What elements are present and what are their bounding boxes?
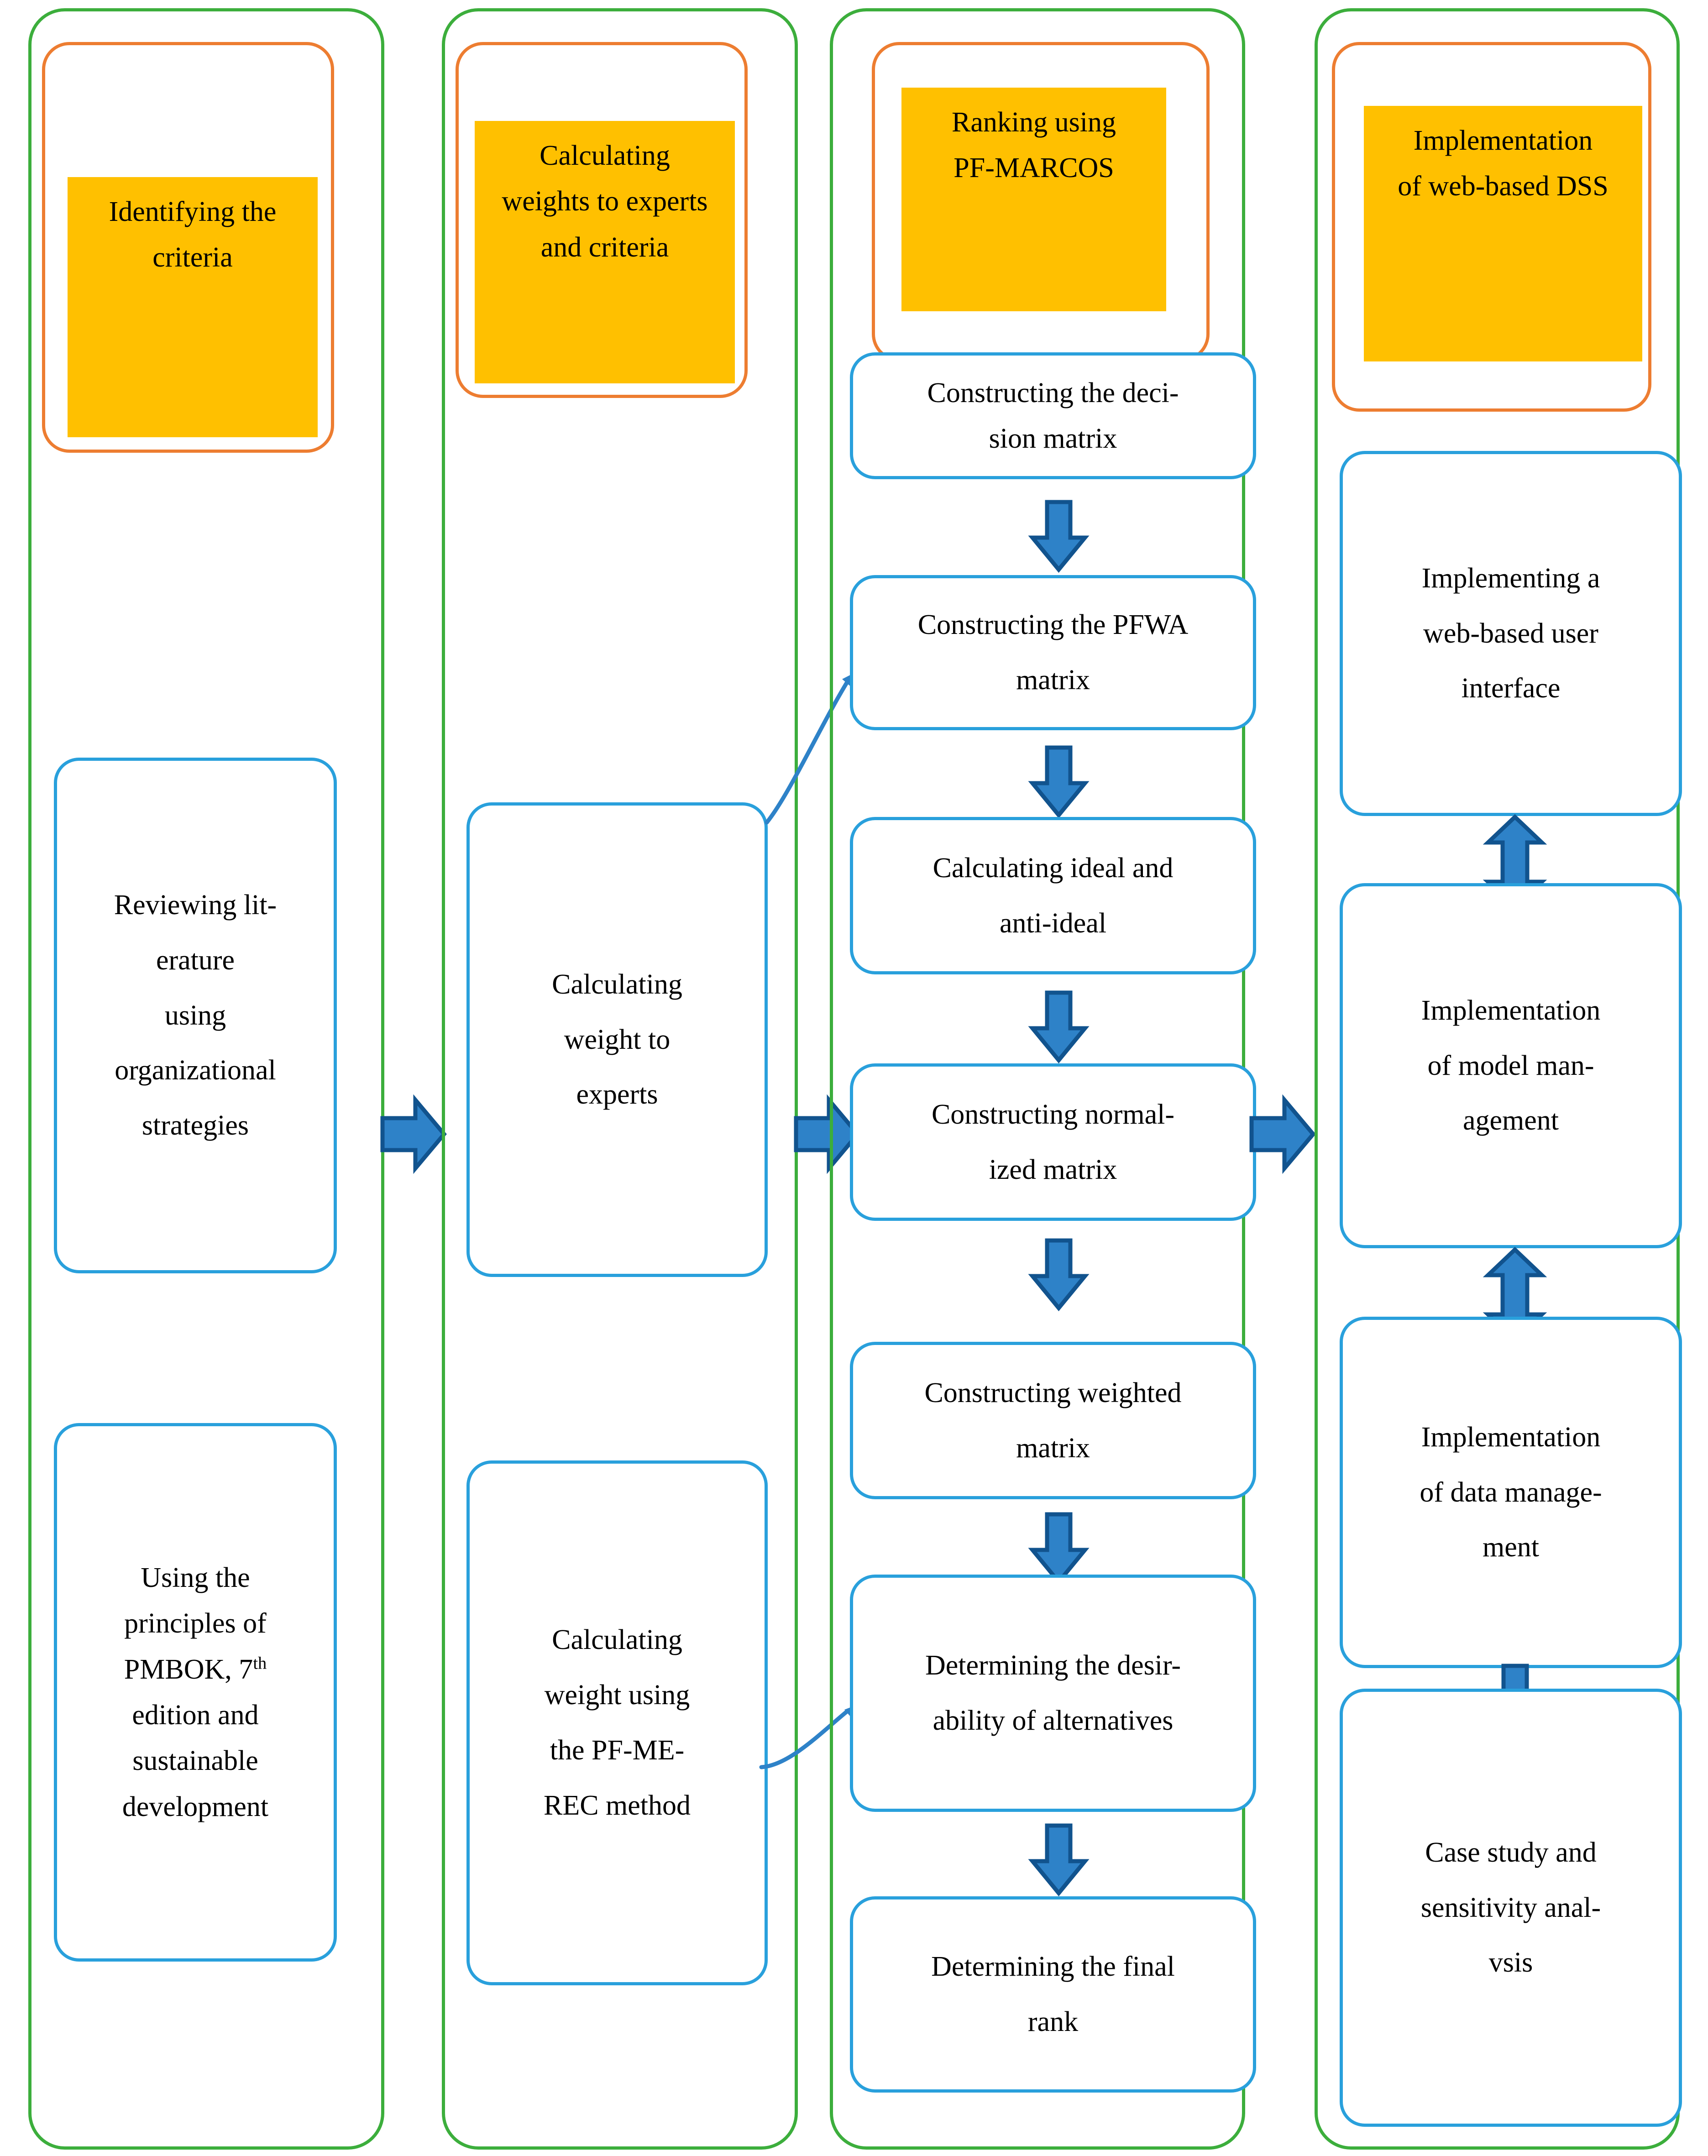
lane-4-step-1-line-3: interface (1461, 673, 1561, 704)
lane-4-step-3-line-2: of data manage- (1420, 1476, 1602, 1508)
lane-2-step-2-line-3: the PF-ME- (550, 1735, 685, 1766)
lane-4-step-2[interactable]: Implementation of model man- agement (1340, 883, 1682, 1248)
lane-3-step-2-line-1: Constructing the PFWA (917, 609, 1189, 641)
lane-1-step-1-line-3: using (164, 1000, 226, 1031)
lane-1-container (28, 8, 384, 2150)
lane-2-step-1-line-2: weight to (564, 1024, 671, 1055)
lane-4-step-3-line-1: Implementation (1421, 1421, 1601, 1453)
lane-3-step-4[interactable]: Constructing normal- ized matrix (850, 1063, 1256, 1221)
lane-4-step-1-line-1: Implementing a (1421, 562, 1600, 594)
lane-2-step-1-line-1: Calculating (552, 968, 682, 1000)
lane-1-header-chip: Identifying the criteria (68, 177, 318, 437)
lane-3-step-1-line-2: sion matrix (989, 423, 1117, 454)
lane-3-step-7[interactable]: Determining the final rank (850, 1896, 1256, 2093)
lane-1-step-1-line-2: erature (156, 944, 235, 976)
connector-pfwa-to-ideal (1028, 745, 1090, 819)
lane-1-step-2-line-4: edition and (132, 1700, 259, 1731)
lane-2-step-2-line-1: Calculating (552, 1624, 682, 1656)
lane-4-step-1-line-2: web-based user (1423, 617, 1598, 649)
lane-4-step-4-line-2: sensitivity anal- (1420, 1892, 1601, 1923)
lane-2-header-frame (456, 42, 748, 398)
lane-4-header-frame (1332, 42, 1651, 412)
lane-2-step-2-line-4: REC method (543, 1790, 691, 1821)
lane-4-step-4-line-1: Case study and (1425, 1837, 1597, 1868)
connector-lane-2-to-lane-3 (794, 1094, 860, 1174)
lane-3-step-6[interactable]: Determining the desir- ability of altern… (850, 1575, 1256, 1812)
lane-3-step-3-line-2: anti-ideal (999, 907, 1107, 939)
lane-3-step-2[interactable]: Constructing the PFWA matrix (850, 575, 1256, 730)
lane-2-step-2[interactable]: Calculating weight using the PF-ME- REC … (466, 1460, 768, 1985)
lane-4-header-line-1: Implementation (1413, 125, 1593, 156)
connector-ideal-to-normalized (1028, 990, 1090, 1064)
lane-1-step-1-line-5: strategies (141, 1110, 249, 1141)
lane-2-header-line-1: Calculating (540, 140, 670, 171)
lane-1-step-1[interactable]: Reviewing lit- erature using organizatio… (54, 758, 337, 1273)
lane-3-step-4-line-1: Constructing normal- (931, 1099, 1175, 1130)
lane-4-step-2-line-1: Implementation (1421, 994, 1601, 1026)
lane-3-header-line-2: PF-MARCOS (954, 152, 1114, 184)
lane-4-step-3[interactable]: Implementation of data manage- ment (1340, 1317, 1682, 1668)
lane-2-header-chip: Calculating weights to experts and crite… (475, 121, 735, 383)
lane-2-container (442, 8, 798, 2150)
lane-3-step-5-line-2: matrix (1016, 1432, 1090, 1464)
lane-3-step-7-line-1: Determining the final (931, 1951, 1175, 1983)
lane-4-header-line-2: of web-based DSS (1398, 171, 1608, 202)
lane-1-step-1-line-4: organizational (115, 1055, 276, 1086)
lane-4-step-2-line-3: agement (1462, 1105, 1559, 1136)
lane-3-step-2-line-2: matrix (1016, 665, 1090, 696)
connector-normalized-to-weighted (1028, 1238, 1090, 1312)
lane-1-header-line-1: Identifying the (109, 196, 277, 227)
lane-3-header-line-1: Ranking using (952, 107, 1116, 138)
lane-3-step-6-line-1: Determining the desir- (925, 1650, 1181, 1681)
lane-4-step-2-line-2: of model man- (1427, 1050, 1594, 1081)
lane-2-step-1[interactable]: Calculating weight to experts (466, 802, 768, 1277)
lane-1-header-frame (42, 42, 334, 453)
lane-3-step-7-line-2: rank (1027, 2006, 1079, 2037)
connector-weighted-to-desirability (1028, 1512, 1090, 1586)
lane-3-step-5[interactable]: Constructing weighted matrix (850, 1342, 1256, 1499)
lane-1-step-2-line-1: Using the (141, 1562, 250, 1593)
lane-3-header-chip: Ranking using PF-MARCOS (901, 88, 1166, 311)
connector-lane-3-to-lane-4 (1249, 1094, 1316, 1174)
lane-4-step-4[interactable]: Case study and sensitivity anal- vsis (1340, 1689, 1682, 2127)
connector-desirability-to-rank (1028, 1823, 1090, 1897)
lane-1-step-1-line-1: Reviewing lit- (114, 889, 277, 921)
connector-decision-to-pfwa (1028, 500, 1090, 573)
lane-3-step-3-line-1: Calculating ideal and (933, 852, 1174, 884)
lane-3-step-5-line-1: Constructing weighted (924, 1377, 1182, 1408)
lane-2-header-line-2: weights to experts (502, 186, 708, 217)
lane-3-step-6-line-2: ability of alternatives (933, 1705, 1174, 1736)
lane-2-header-line-3: and criteria (540, 231, 669, 263)
lane-2-step-2-line-2: weight using (544, 1680, 690, 1711)
lane-2-step-1-line-3: experts (576, 1079, 658, 1110)
lane-1-step-2-line-3: PMBOK, 7th (124, 1653, 267, 1685)
lane-4-step-3-line-3: ment (1483, 1532, 1539, 1563)
lane-3-step-4-line-2: ized matrix (989, 1154, 1117, 1185)
lane-1-step-2-line-2: principles of (124, 1608, 267, 1639)
connector-lane-1-to-lane-2 (380, 1094, 447, 1174)
lane-1-step-2-line-6: development (122, 1791, 269, 1822)
lane-1-step-2-line-5: sustainable (132, 1745, 258, 1777)
lane-1-step-2[interactable]: Using the principles of PMBOK, 7th editi… (54, 1423, 337, 1962)
lane-4-step-4-line-3: vsis (1488, 1947, 1533, 1978)
lane-3-step-1-line-1: Constructing the deci- (927, 377, 1179, 408)
lane-3-step-1[interactable]: Constructing the deci- sion matrix (850, 352, 1256, 479)
lane-3-step-3[interactable]: Calculating ideal and anti-ideal (850, 817, 1256, 974)
lane-4-step-1[interactable]: Implementing a web-based user interface (1340, 451, 1682, 816)
lane-1-header-line-2: criteria (152, 242, 233, 273)
lane-4-header-chip: Implementation of web-based DSS (1364, 106, 1642, 361)
